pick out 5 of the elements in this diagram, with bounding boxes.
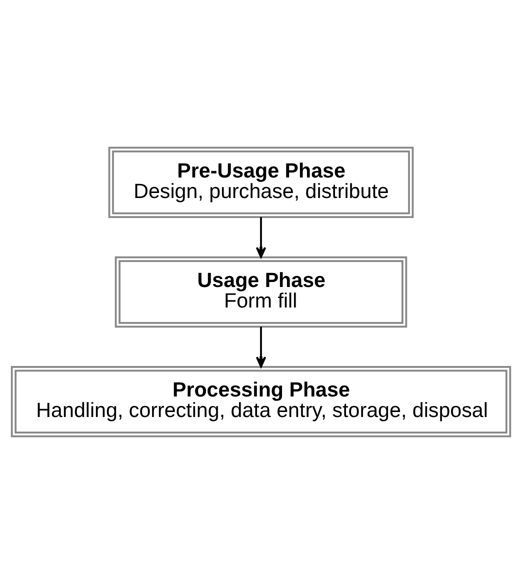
arrow [256,217,266,258]
node-box: Pre-Usage Phase Design, purchase, distribute [108,146,414,218]
node-box: Processing Phase Handling, correcting, data entry, storage, disposal [10,366,512,438]
node-box: Usage Phase Form fill [114,256,408,328]
arrow [256,326,266,368]
